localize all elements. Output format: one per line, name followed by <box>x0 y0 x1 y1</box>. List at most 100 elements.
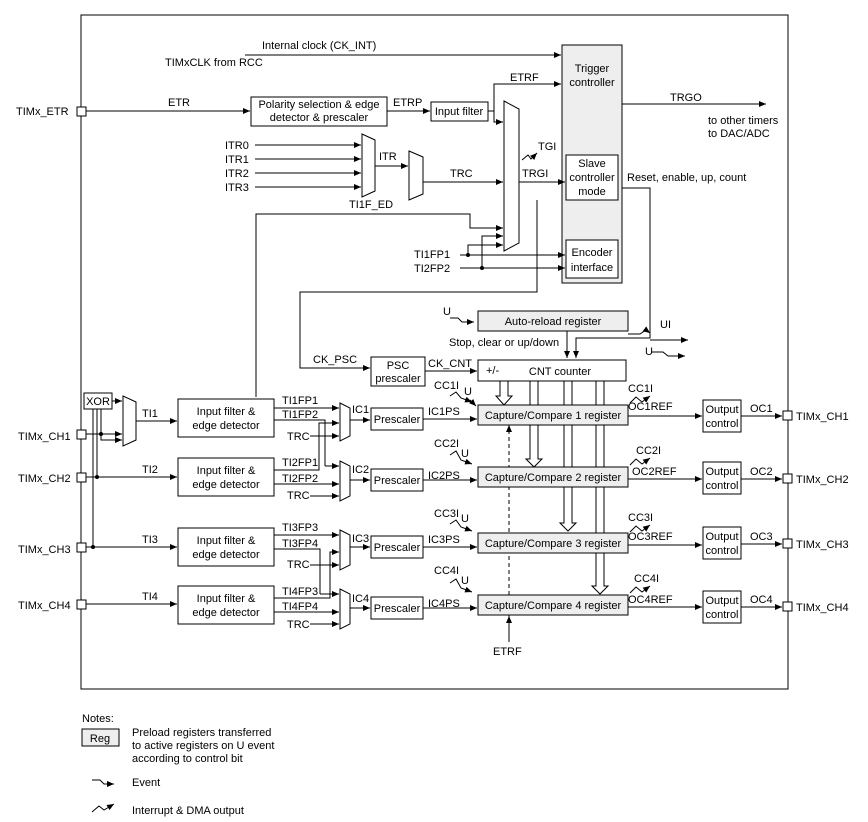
ti1fp1-top-label: TI1FP1 <box>414 249 450 261</box>
ti1-label: TI1 <box>142 408 158 420</box>
ti1fp1-to-mux <box>467 242 503 255</box>
ch1-fp1-label: TI1FP1 <box>282 395 318 407</box>
ife-ch3: Input filter & edge detector <box>177 527 275 567</box>
ch1-bypass <box>100 434 122 443</box>
ch3-mux <box>339 529 351 571</box>
encoder-text-2: interface <box>571 262 613 274</box>
ti1f-ed-label: TI1F_ED <box>349 199 393 211</box>
trc-mux <box>408 150 424 201</box>
prescaler-ch1: Prescaler <box>370 407 424 431</box>
u1-label: U <box>464 386 472 398</box>
oc1-label: OC1 <box>750 403 773 415</box>
cnt-text: CNT counter <box>529 366 591 378</box>
oc-ch1-text-2: control <box>705 418 738 430</box>
itr-label: ITR <box>379 151 397 163</box>
u-label-right: U <box>645 346 653 358</box>
oc-ch4-text-2: control <box>705 609 738 621</box>
encoder-block <box>565 239 619 279</box>
cc1-register: Capture/Compare 1 register <box>477 404 629 426</box>
u4-label: U <box>461 575 469 587</box>
ch1-fp2-line <box>274 419 326 466</box>
slave-controller-block <box>565 154 619 201</box>
pin-ch3-out-label: TIMx_CH3 <box>796 539 849 551</box>
ic1-label: IC1 <box>352 404 369 416</box>
ife-ch1-text-1: Input filter & <box>197 406 256 418</box>
cc1i-out-label: CC1I <box>628 383 653 395</box>
etrf-label: ETRF <box>510 72 539 84</box>
oc4-label: OC4 <box>750 594 773 606</box>
ch2-fp2-label: TI2FP2 <box>282 473 318 485</box>
cc3-register: Capture/Compare 3 register <box>477 532 629 554</box>
ife-ch2: Input filter & edge detector <box>177 457 275 497</box>
pin-ch2-in-label: TIMx_CH2 <box>18 473 71 485</box>
internal-clock-label: Internal clock (CK_INT) <box>262 40 376 52</box>
itr3-label: ITR3 <box>225 182 249 194</box>
bus-arrow-1 <box>494 380 514 406</box>
output-control-ch2: Output control <box>702 461 742 495</box>
ui-label: UI <box>660 319 671 331</box>
oc-ch1-text-1: Output <box>705 404 738 416</box>
ti2-label: TI2 <box>142 464 158 476</box>
reset-enable-line <box>573 187 651 358</box>
ife-ch1: Input filter & edge detector <box>177 398 275 438</box>
u-right-icon <box>652 351 685 359</box>
ck-psc-label: CK_PSC <box>313 354 357 366</box>
ch4-fp3-line <box>274 549 339 599</box>
oc-ch3-text-2: control <box>705 545 738 557</box>
ic2-label: IC2 <box>352 464 369 476</box>
ch4-mux <box>339 588 351 630</box>
oc-ch2-text-2: control <box>705 480 738 492</box>
cc1i-in-icon <box>449 391 473 403</box>
ch2-fp1-line <box>274 420 339 471</box>
pin-ch2-out-label: TIMx_CH2 <box>796 474 849 486</box>
cc3i-in-label: CC3I <box>434 508 459 520</box>
itr0-label: ITR0 <box>225 140 249 152</box>
auto-reload-text: Auto-reload register <box>505 316 602 328</box>
pin-ch4-in-label: TIMx_CH4 <box>18 600 71 612</box>
cc4-register: Capture/Compare 4 register <box>477 594 629 616</box>
pin-ch1-in <box>76 429 87 440</box>
ck-psc-source <box>299 200 538 371</box>
xor-mux <box>122 395 137 447</box>
ic3-label: IC3 <box>352 533 369 545</box>
trigger-text-1: Trigger <box>575 63 610 75</box>
pin-ch4-out-label: TIMx_CH4 <box>796 602 849 614</box>
polarity-block <box>250 96 388 127</box>
u-label-top: U <box>443 306 451 318</box>
ch3-fp4-label: TI3FP4 <box>282 538 318 550</box>
etrf-bottom-label: ETRF <box>493 646 522 658</box>
notes-title: Notes: <box>82 713 114 725</box>
tgi-icon <box>521 152 538 161</box>
ife-ch4-text-1: Input filter & <box>197 593 256 605</box>
pin-ch2-in <box>76 472 87 483</box>
cc3i-in-icon <box>449 519 473 532</box>
reset-enable-label: Reset, enable, up, count <box>627 172 746 184</box>
cnt-block <box>477 359 627 382</box>
junction-ti2fp2 <box>480 266 484 270</box>
cc2i-out-label: CC2I <box>636 445 661 457</box>
cc2i-out-icon <box>629 457 651 466</box>
pin-ch1-in-label: TIMx_CH1 <box>18 431 71 443</box>
oc1ref-label: OC1REF <box>628 401 673 413</box>
junction-ch2 <box>95 475 99 479</box>
trigger-text-2: controller <box>569 77 615 89</box>
ch3-fp4-line <box>274 548 321 594</box>
itr-mux <box>361 133 376 198</box>
ch1-trc-label: TRC <box>287 431 310 443</box>
u3-label: U <box>461 513 469 525</box>
psc-text-2: prescaler <box>375 373 421 385</box>
ch1-mux <box>339 402 351 442</box>
notes-reg-text: Reg <box>90 733 110 745</box>
u1-icon <box>468 398 477 407</box>
pin-ch2-out <box>782 473 793 484</box>
ic1ps-label: IC1PS <box>428 406 460 418</box>
ch4-trc-label: TRC <box>287 619 310 631</box>
pin-ch1-out-label: TIMx_CH1 <box>796 411 849 423</box>
ck-cnt-label: CK_CNT <box>428 358 472 370</box>
oc2ref-label: OC2REF <box>632 466 677 478</box>
ife-ch2-text-1: Input filter & <box>197 465 256 477</box>
itr2-label: ITR2 <box>225 168 249 180</box>
ic3ps-label: IC3PS <box>428 534 460 546</box>
slave-text-2: controller <box>569 172 615 184</box>
